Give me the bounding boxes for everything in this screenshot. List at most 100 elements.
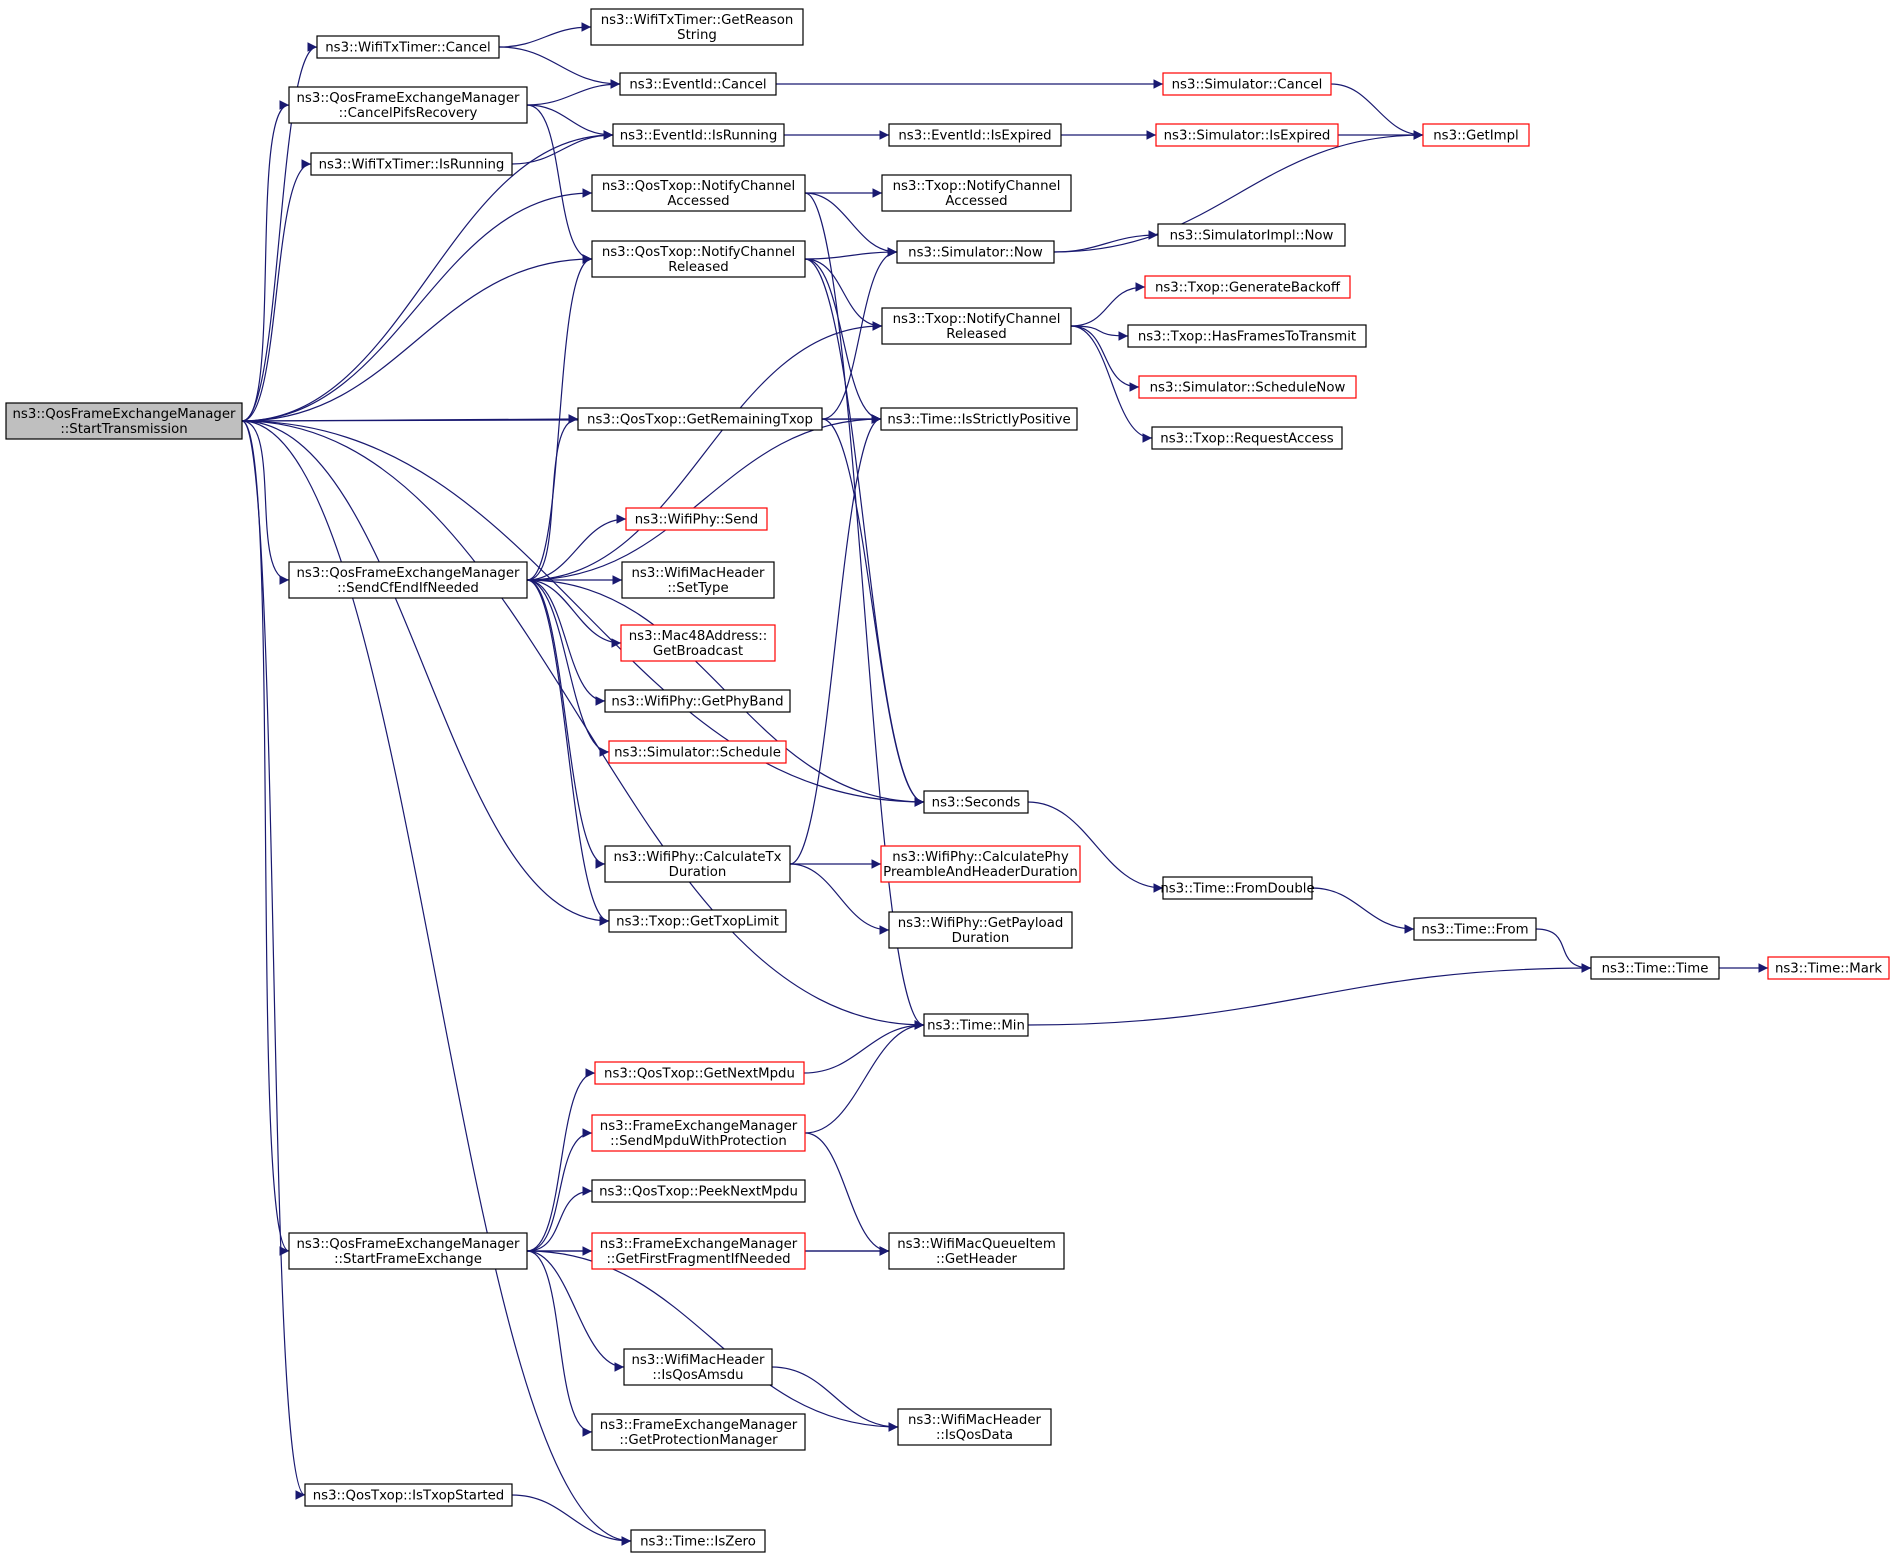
- node-n41[interactable]: ns3::QosTxop::PeekNextMpdu: [591, 1179, 806, 1203]
- node-box[interactable]: [621, 561, 775, 599]
- node-box[interactable]: [897, 1408, 1052, 1446]
- node-box[interactable]: [608, 909, 787, 933]
- node-box[interactable]: [1590, 956, 1720, 980]
- node-box[interactable]: [591, 1232, 806, 1270]
- node-n26[interactable]: ns3::Mac48Address::GetBroadcast: [620, 624, 776, 662]
- node-box[interactable]: [591, 1413, 806, 1451]
- node-n36[interactable]: ns3::Time::Time: [1590, 956, 1720, 980]
- node-n25[interactable]: ns3::WifiMacHeader::SetType: [621, 561, 775, 599]
- node-box[interactable]: [1138, 375, 1357, 399]
- node-box[interactable]: [896, 240, 1055, 264]
- node-box[interactable]: [1155, 123, 1339, 147]
- node-n37[interactable]: ns3::Time::Mark: [1767, 956, 1890, 980]
- node-box[interactable]: [304, 1483, 513, 1507]
- node-box[interactable]: [591, 174, 806, 212]
- node-n14[interactable]: ns3::SimulatorImpl::Now: [1157, 223, 1346, 247]
- node-n29[interactable]: ns3::Seconds: [923, 790, 1029, 814]
- node-box[interactable]: [881, 307, 1072, 345]
- node-box[interactable]: [923, 1013, 1029, 1037]
- node-n27[interactable]: ns3::WifiPhy::GetPhyBand: [604, 689, 791, 713]
- node-n38[interactable]: ns3::Time::Min: [923, 1013, 1029, 1037]
- node-box[interactable]: [1151, 426, 1343, 450]
- node-n20[interactable]: ns3::Txop::RequestAccess: [1151, 426, 1343, 450]
- node-box[interactable]: [888, 1232, 1065, 1270]
- node-n13[interactable]: ns3::Simulator::Now: [896, 240, 1055, 264]
- node-box[interactable]: [288, 86, 528, 124]
- node-box[interactable]: [591, 1179, 806, 1203]
- node-n33[interactable]: ns3::Txop::GetTxopLimit: [608, 909, 787, 933]
- node-box[interactable]: [1422, 123, 1530, 147]
- node-n35[interactable]: ns3::Time::From: [1413, 917, 1537, 941]
- node-n32[interactable]: ns3::Time::FromDouble: [1160, 876, 1315, 900]
- node-box[interactable]: [310, 152, 513, 176]
- node-box[interactable]: [612, 123, 785, 147]
- node-box[interactable]: [620, 624, 776, 662]
- node-n40[interactable]: ns3::FrameExchangeManager::SendMpduWithP…: [591, 1114, 806, 1152]
- node-box[interactable]: [1162, 72, 1332, 96]
- node-box[interactable]: [591, 1114, 806, 1152]
- node-box[interactable]: [590, 8, 804, 46]
- node-box[interactable]: [888, 123, 1062, 147]
- node-box[interactable]: [625, 507, 768, 531]
- node-box[interactable]: [1767, 956, 1890, 980]
- node-box[interactable]: [1157, 223, 1346, 247]
- node-n17[interactable]: ns3::Txop::GenerateBackoff: [1144, 275, 1351, 299]
- node-n39[interactable]: ns3::QosTxop::GetNextMpdu: [594, 1061, 805, 1085]
- node-n43[interactable]: ns3::FrameExchangeManager::GetFirstFragm…: [591, 1232, 806, 1270]
- node-box[interactable]: [888, 911, 1073, 949]
- node-box[interactable]: [608, 740, 787, 764]
- node-box[interactable]: [880, 845, 1081, 883]
- node-box[interactable]: [591, 240, 806, 278]
- node-n19[interactable]: ns3::Simulator::ScheduleNow: [1138, 375, 1357, 399]
- node-box[interactable]: [881, 174, 1072, 212]
- node-box[interactable]: [604, 845, 791, 883]
- node-box[interactable]: [316, 35, 500, 59]
- node-n10[interactable]: ns3::WifiTxTimer::IsRunning: [310, 152, 513, 176]
- node-n1[interactable]: ns3::WifiTxTimer::Cancel: [316, 35, 500, 59]
- node-box[interactable]: [880, 407, 1078, 431]
- node-n22[interactable]: ns3::Time::IsStrictlyPositive: [880, 407, 1078, 431]
- node-n6[interactable]: ns3::QosFrameExchangeManager::CancelPifs…: [288, 86, 528, 124]
- node-n47[interactable]: ns3::FrameExchangeManager::GetProtection…: [591, 1413, 806, 1451]
- node-n3[interactable]: ns3::EventId::Cancel: [619, 72, 777, 96]
- node-box[interactable]: [288, 1232, 528, 1270]
- node-box[interactable]: [1127, 324, 1367, 348]
- node-box[interactable]: [5, 402, 243, 440]
- node-box[interactable]: [630, 1529, 766, 1553]
- node-box[interactable]: [577, 407, 823, 431]
- node-box[interactable]: [1144, 275, 1351, 299]
- node-n4[interactable]: ns3::Simulator::Cancel: [1162, 72, 1332, 96]
- node-n31[interactable]: ns3::WifiPhy::CalculatePhyPreambleAndHea…: [880, 845, 1081, 883]
- node-n5[interactable]: ns3::GetImpl: [1422, 123, 1530, 147]
- node-n48[interactable]: ns3::QosTxop::IsTxopStarted: [304, 1483, 513, 1507]
- node-n0[interactable]: ns3::QosFrameExchangeManager::StartTrans…: [5, 402, 243, 440]
- node-n18[interactable]: ns3::Txop::HasFramesToTransmit: [1127, 324, 1367, 348]
- node-box[interactable]: [604, 689, 791, 713]
- node-box[interactable]: [923, 790, 1029, 814]
- node-box[interactable]: [594, 1061, 805, 1085]
- node-n23[interactable]: ns3::WifiPhy::Send: [625, 507, 768, 531]
- node-n42[interactable]: ns3::QosFrameExchangeManager::StartFrame…: [288, 1232, 528, 1270]
- node-box[interactable]: [288, 561, 528, 599]
- node-box[interactable]: [1413, 917, 1537, 941]
- node-n28[interactable]: ns3::Simulator::Schedule: [608, 740, 787, 764]
- node-n9[interactable]: ns3::Simulator::IsExpired: [1155, 123, 1339, 147]
- node-n8[interactable]: ns3::EventId::IsExpired: [888, 123, 1062, 147]
- node-n49[interactable]: ns3::Time::IsZero: [630, 1529, 766, 1553]
- node-n21[interactable]: ns3::QosTxop::GetRemainingTxop: [577, 407, 823, 431]
- node-box[interactable]: [623, 1348, 773, 1386]
- node-n24[interactable]: ns3::QosFrameExchangeManager::SendCfEndI…: [288, 561, 528, 599]
- node-box[interactable]: [1162, 876, 1313, 900]
- node-n45[interactable]: ns3::WifiMacHeader::IsQosAmsdu: [623, 1348, 773, 1386]
- node-n7[interactable]: ns3::EventId::IsRunning: [612, 123, 785, 147]
- node-n46[interactable]: ns3::WifiMacHeader::IsQosData: [897, 1408, 1052, 1446]
- node-n44[interactable]: ns3::WifiMacQueueItem::GetHeader: [888, 1232, 1065, 1270]
- node-box[interactable]: [619, 72, 777, 96]
